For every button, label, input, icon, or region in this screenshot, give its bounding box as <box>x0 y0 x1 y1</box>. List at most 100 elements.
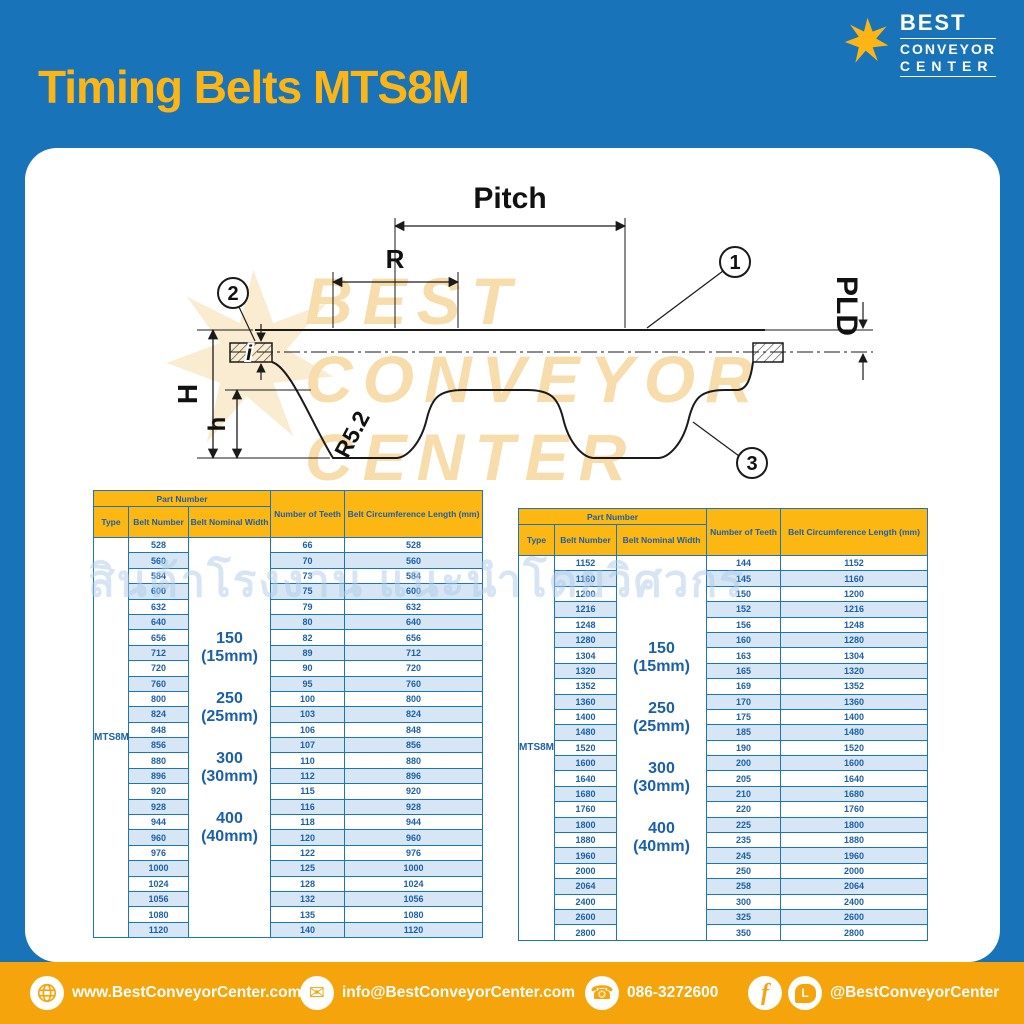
belt-number-cell: 600 <box>128 583 189 600</box>
number-of-teeth-header: Number of Teeth <box>706 508 782 556</box>
belt-circumference-cell: 1880 <box>780 832 928 849</box>
belt-circumference-cell: 1304 <box>780 647 928 664</box>
belt-number-cell: 1160 <box>554 570 617 587</box>
watermark-line: CONVEYOR <box>305 342 763 416</box>
h-total-label: H <box>172 384 203 404</box>
belt-number-cell: 824 <box>128 706 189 723</box>
belt-circumference-header: Belt Circumference Length (mm) <box>780 508 928 556</box>
belt-circumference-cell: 584 <box>344 567 483 585</box>
logo-text: BEST CONVEYOR CENTER <box>899 10 996 77</box>
number-of-teeth-cell: 115 <box>270 783 346 800</box>
belt-number-cell: 1640 <box>554 770 617 787</box>
logo-line-center: CENTER <box>899 59 996 77</box>
number-of-teeth-cell: 66 <box>270 536 346 554</box>
footer-facebook[interactable]: f <box>748 962 782 1024</box>
r-label: R <box>386 244 405 274</box>
company-logo: BEST CONVEYOR CENTER <box>838 12 996 77</box>
belt-number-cell: 1080 <box>128 906 189 923</box>
number-of-teeth-cell: 128 <box>270 875 346 892</box>
belt-profile-diagram: Pitch R PLD H h i R5.2 1 2 3 <box>172 182 873 479</box>
number-of-teeth-cell: 122 <box>270 844 346 862</box>
logo-line-best: BEST <box>899 10 967 35</box>
number-of-teeth-cell: 125 <box>270 860 346 877</box>
belt-number-cell: 2400 <box>554 893 617 910</box>
width-group: 400(40mm) <box>633 819 690 855</box>
belt-number-cell: 944 <box>128 814 189 831</box>
width-group: 300(30mm) <box>633 759 690 795</box>
belt-circumference-cell: 760 <box>344 675 483 692</box>
belt-number-cell: 800 <box>128 690 189 708</box>
phone-icon: ☎ <box>585 976 619 1010</box>
facebook-glyph: f <box>761 980 769 1006</box>
belt-number-cell: 1600 <box>554 755 617 772</box>
line-id-text[interactable]: @BestConveyorCenter <box>830 984 1000 1001</box>
website-text[interactable]: www.BestConveyorCenter.com <box>72 984 302 1001</box>
belt-number-cell: 712 <box>128 644 189 662</box>
number-of-teeth-cell: 152 <box>706 601 782 618</box>
belt-number-cell: 1056 <box>128 890 189 908</box>
footer-phone[interactable]: ☎ 086-3272600 <box>585 962 718 1024</box>
email-text[interactable]: info@BestConveyorCenter.com <box>342 984 576 1001</box>
number-of-teeth-cell: 95 <box>270 675 346 692</box>
footer-website[interactable]: www.BestConveyorCenter.com <box>30 962 301 1024</box>
h-tooth-label: h <box>204 417 231 432</box>
width-group: 400(40mm) <box>201 809 258 845</box>
facebook-icon[interactable]: f <box>748 976 782 1010</box>
number-of-teeth-cell: 200 <box>706 755 782 772</box>
number-of-teeth-cell: 106 <box>270 721 346 739</box>
footer-line-id[interactable]: @BestConveyorCenter <box>830 962 999 1024</box>
belt-number-cell: 1880 <box>554 832 617 849</box>
belt-circumference-cell: 1120 <box>344 921 483 939</box>
belt-number-cell: 720 <box>128 660 189 677</box>
belt-circumference-cell: 960 <box>344 829 483 846</box>
pld-label: PLD <box>830 276 863 336</box>
belt-nominal-width-cell: 150(15mm)250(25mm)300(30mm)400(40mm) <box>187 536 272 939</box>
phone-text[interactable]: 086-3272600 <box>627 984 719 1001</box>
belt-nominal-width-cell: 150(15mm)250(25mm)300(30mm)400(40mm) <box>615 555 708 941</box>
line-icon[interactable]: L <box>788 976 822 1010</box>
footer-email[interactable]: ✉ info@BestConveyorCenter.com <box>300 962 575 1024</box>
footer-line[interactable]: L <box>788 962 822 1024</box>
callout-2-number: 2 <box>227 283 238 305</box>
callout-3-circle <box>736 447 768 479</box>
number-of-teeth-cell: 225 <box>706 816 782 834</box>
belt-circumference-cell: 800 <box>344 690 483 708</box>
belt-number-cell: 1024 <box>128 875 189 892</box>
number-of-teeth-cell: 235 <box>706 832 782 849</box>
belt-number-cell: 1360 <box>554 693 617 710</box>
belt-circumference-cell: 1400 <box>780 708 928 726</box>
number-of-teeth-cell: 325 <box>706 908 782 926</box>
belt-number-cell: 1320 <box>554 662 617 680</box>
phone-glyph: ☎ <box>590 981 614 1004</box>
belt-number-cell: 584 <box>128 567 189 585</box>
number-of-teeth-cell: 145 <box>706 570 782 587</box>
logo-bird-icon <box>838 14 890 75</box>
belt-circumference-cell: 656 <box>344 629 483 646</box>
belt-number-cell: 896 <box>128 767 189 785</box>
part-number-header: Part Number <box>92 490 272 507</box>
belt-circumference-cell: 1024 <box>344 875 483 892</box>
belt-number-cell: 1216 <box>554 601 617 618</box>
number-of-teeth-cell: 89 <box>270 644 346 662</box>
number-of-teeth-cell: 160 <box>706 631 782 649</box>
